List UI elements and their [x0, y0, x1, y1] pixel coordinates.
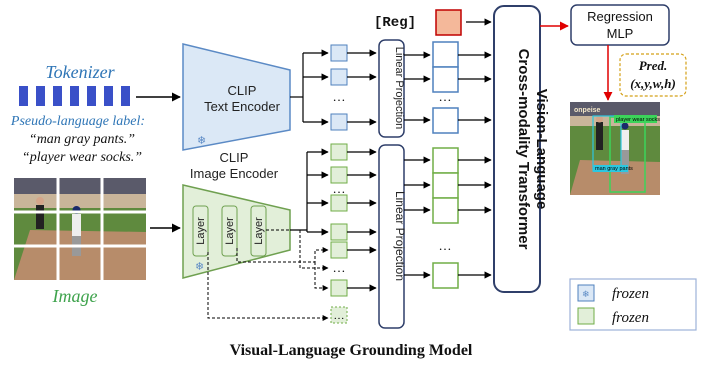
svg-text:onpeise: onpeise [574, 107, 601, 114]
text-encoder-line-2: Text Encoder [204, 99, 281, 114]
snowflake-icon: ❄ [197, 135, 206, 147]
projected-image-token [432, 197, 459, 224]
transformer-line-2: Cross-modality Transformer [515, 49, 532, 250]
ellipsis: … [439, 89, 452, 104]
pseudo-label-line-2: “player wear socks.” [22, 150, 142, 165]
reg-token-label: [Reg] [374, 15, 416, 31]
layer-label: Layer [224, 217, 236, 245]
projected-text-tokens: … [404, 41, 492, 134]
regression-mlp-line-2: MLP [607, 26, 634, 41]
legend-frozen-label-2: frozen [612, 310, 649, 326]
cross-modality-transformer [493, 5, 541, 293]
prediction-line-1: Pred. [639, 58, 668, 73]
image-linear-projection-label: Linear Projection [393, 191, 407, 281]
projected-image-token [432, 262, 459, 289]
snowflake-icon: ❄ [582, 289, 590, 299]
image-feature-token-inactive [330, 306, 348, 324]
image-encoder-line-1: CLIP [220, 150, 249, 165]
image-feature-token [330, 223, 348, 241]
output-image: player wear socks man gray pants onpeise [570, 102, 660, 195]
token [19, 86, 28, 106]
layer-block [221, 205, 238, 257]
pseudo-label-line-1: “man gray pants.” [29, 132, 135, 147]
image-label: Image [52, 286, 98, 306]
text-linear-projection [378, 39, 405, 138]
token [53, 86, 62, 106]
text-feature-token [330, 44, 348, 62]
ellipsis: … [333, 181, 346, 196]
layer-block [250, 205, 267, 257]
image-linear-projection [378, 144, 405, 329]
transformer-line-1: Vision-Language [533, 89, 550, 210]
regression-mlp-line-1: Regression [587, 9, 653, 24]
image-encoder-layers: Layer Layer Layer [192, 205, 267, 257]
input-image [14, 178, 146, 280]
ellipsis: … [333, 89, 346, 104]
ellipsis: … [333, 260, 346, 275]
text-feature-token [330, 113, 348, 131]
reg-token [435, 9, 462, 36]
bbox-label-2: man gray pants [595, 166, 633, 172]
legend-swatch-blue [577, 284, 595, 302]
token [104, 86, 113, 106]
tokenizer-title: Tokenizer [45, 62, 115, 82]
text-encoder-line-1: CLIP [228, 83, 257, 98]
text-encoder-shape [182, 43, 291, 151]
token [87, 86, 96, 106]
text-token-branches [290, 49, 329, 126]
text-linear-projection-label: Linear Projection [393, 47, 405, 130]
image-feature-token [330, 143, 348, 161]
layer-label: Layer [253, 217, 265, 245]
regression-mlp [570, 4, 670, 46]
projected-image-token [432, 147, 459, 174]
token [121, 86, 130, 106]
projected-text-token [432, 107, 459, 134]
prediction-line-2: (x,y,w,h) [630, 76, 676, 91]
text-feature-token [330, 68, 348, 86]
image-encoder-line-2: Image Encoder [190, 166, 279, 181]
legend-swatch-green [577, 307, 595, 325]
token [70, 86, 79, 106]
legend-frozen-label-1: frozen [612, 286, 649, 302]
token [36, 86, 45, 106]
ellipsis: … [439, 238, 452, 253]
layer-block [192, 205, 209, 257]
layer-label: Layer [195, 217, 207, 245]
pseudo-label-heading: Pseudo-language label: [10, 114, 145, 129]
bbox-label-1: player wear socks [616, 117, 660, 123]
layer-skip-connections [207, 229, 329, 321]
figure-caption: Visual-Language Grounding Model [230, 342, 473, 359]
token-row [19, 86, 130, 106]
prediction-box [619, 53, 687, 97]
projected-text-token [432, 41, 459, 68]
projected-image-token [432, 172, 459, 199]
image-feature-token [330, 194, 348, 212]
projected-image-tokens: … [404, 147, 492, 289]
image-feature-token [330, 279, 348, 297]
image-feature-token [330, 241, 348, 259]
ellipsis: … [334, 310, 345, 322]
image-token-branches [290, 148, 329, 236]
snowflake-icon: ❄ [195, 261, 204, 273]
